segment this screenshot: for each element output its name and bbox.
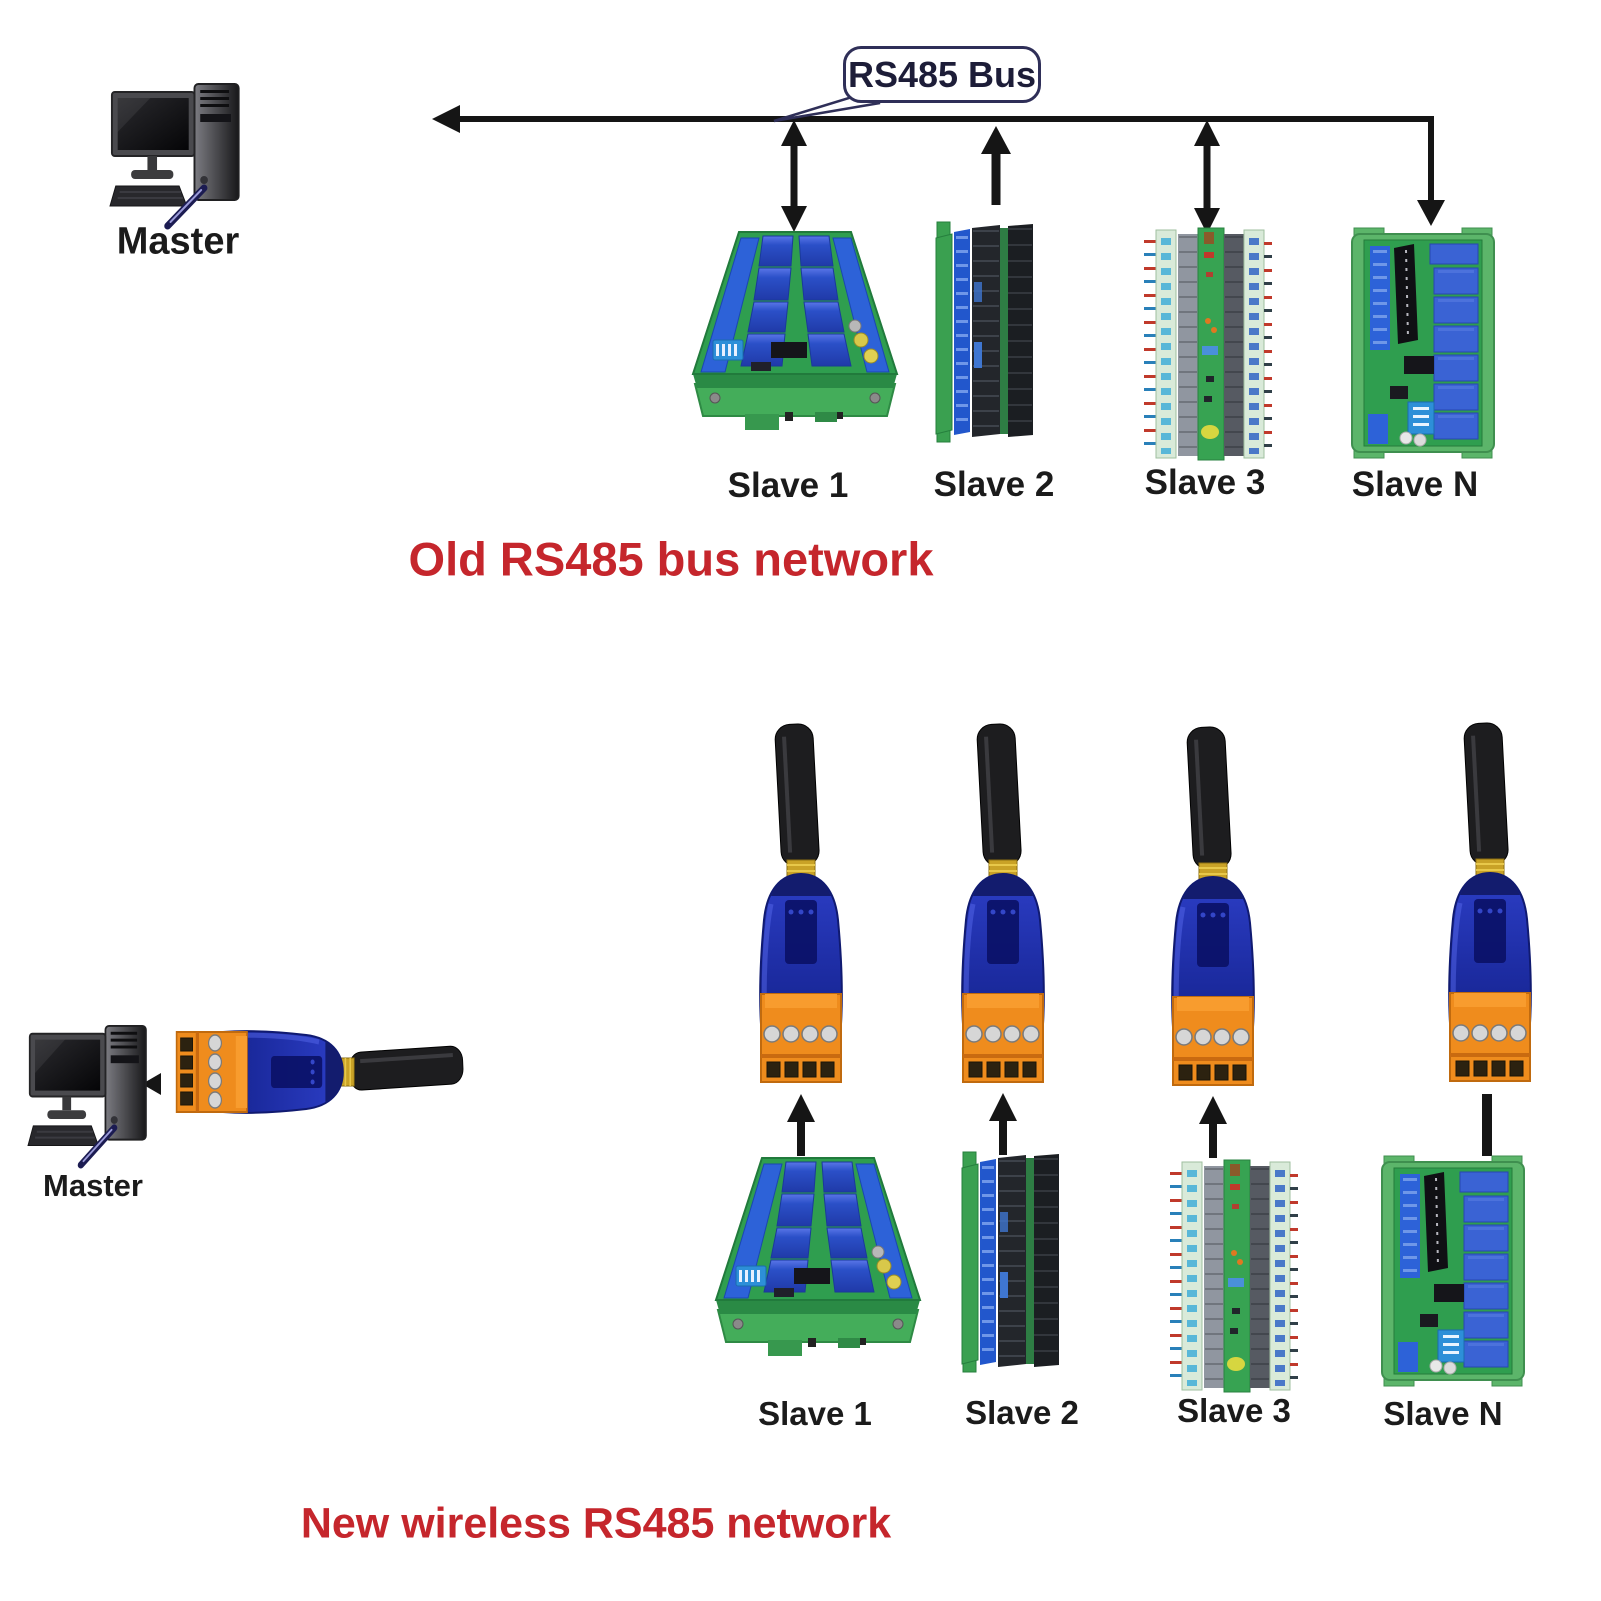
rs485-bus-callout: RS485 Bus	[843, 46, 1041, 103]
new-slave3-board	[1176, 1160, 1294, 1392]
old-slave1-relay-board	[692, 231, 898, 431]
new-slave1-label: Slave 1	[758, 1395, 872, 1432]
new-slave2-label: Slave 2	[965, 1394, 1079, 1431]
old-slave3-board	[1150, 228, 1268, 460]
bus-left-arrowhead-icon	[432, 105, 460, 133]
new-master-label: Master	[43, 1168, 143, 1203]
slave1-wireless-adapter	[760, 723, 842, 1082]
new-slaveN-board	[1382, 1156, 1524, 1386]
new-network-wiring	[142, 1073, 1492, 1158]
old-bus-wiring	[432, 95, 1445, 234]
new-master-computer-icon	[28, 1026, 146, 1165]
new-slave1-arrow-icon	[787, 1094, 815, 1156]
rs485-bus-line	[446, 116, 1434, 208]
slave2-wireless-adapter	[962, 723, 1044, 1082]
master-adapter-arrowhead-icon	[142, 1073, 161, 1095]
new-slave3-label: Slave 3	[1177, 1392, 1291, 1429]
new-network-title: New wireless RS485 network	[300, 1499, 892, 1548]
old-slave3-label: Slave 3	[1144, 463, 1266, 502]
old-slave2-arrow-icon	[981, 126, 1011, 205]
new-slave2-board	[962, 1152, 1059, 1372]
old-slave1-label: Slave 1	[727, 466, 849, 505]
old-slave1-arrow-icon	[781, 120, 807, 232]
old-slave2-board	[936, 222, 1033, 442]
old-slave3-arrow-icon	[1194, 120, 1220, 234]
new-slave3-arrow-icon	[1199, 1096, 1227, 1158]
old-slaveN-label: Slave N	[1351, 465, 1479, 504]
bus-down-arrowhead-icon	[1417, 200, 1445, 226]
new-slave1-relay-board	[715, 1157, 921, 1357]
old-master-computer-icon	[110, 84, 239, 226]
slave3-wireless-adapter	[1172, 726, 1254, 1085]
old-slaveN-board	[1352, 228, 1494, 458]
old-master-label: Master	[116, 220, 240, 263]
old-slave2-label: Slave 2	[933, 465, 1055, 504]
new-slave2-arrow-icon	[989, 1093, 1017, 1155]
new-slaveN-label: Slave N	[1383, 1395, 1503, 1432]
master-wireless-adapter	[177, 1031, 464, 1113]
slaveN-wireless-adapter	[1449, 722, 1531, 1081]
old-network-title: Old RS485 bus network	[408, 532, 934, 586]
